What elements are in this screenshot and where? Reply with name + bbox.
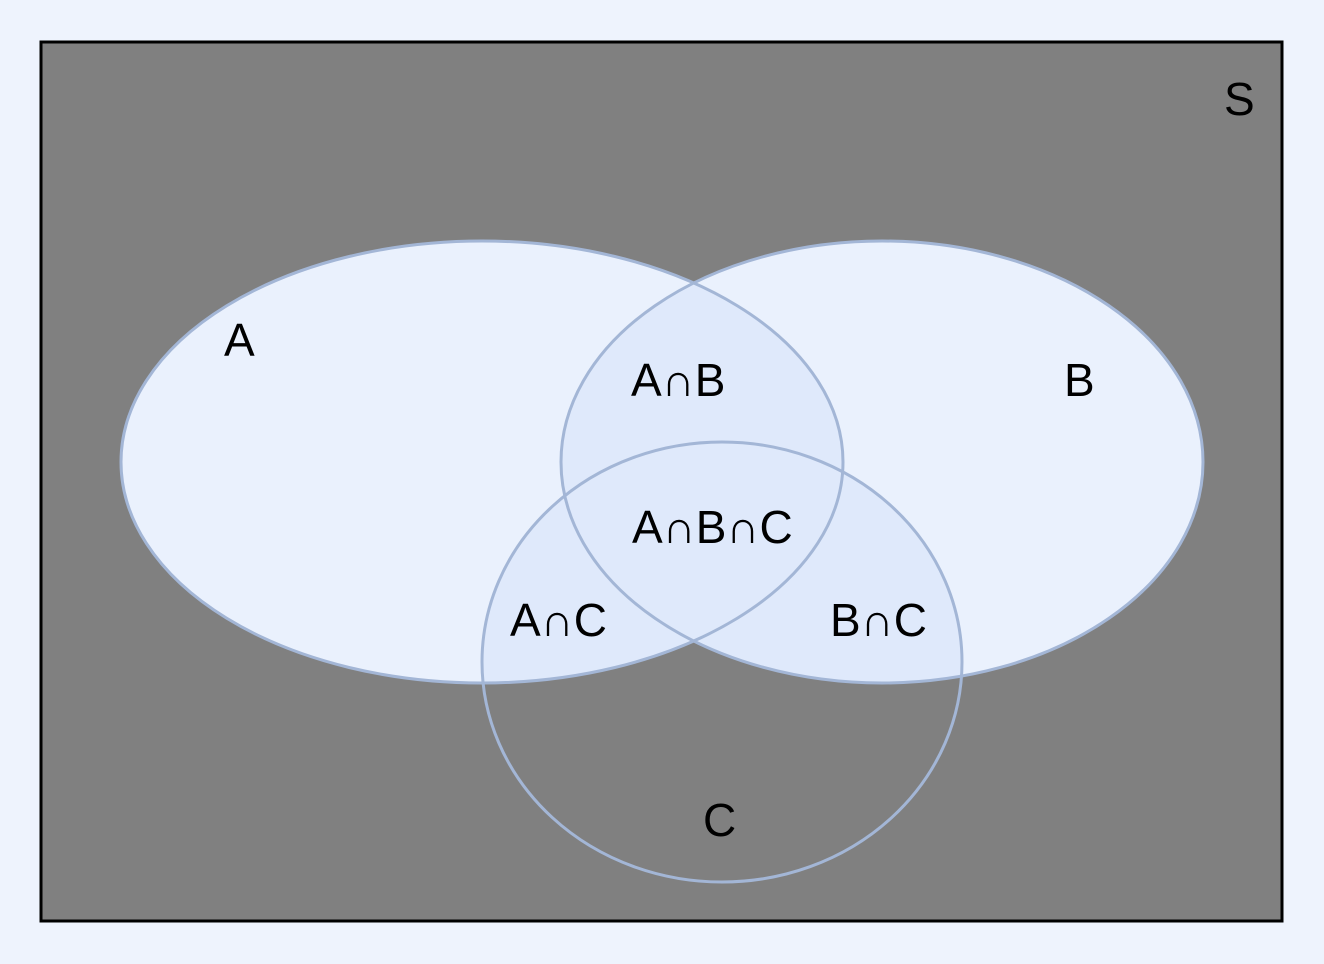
- set-b-label: B: [1064, 354, 1095, 406]
- set-c-outline: [480, 440, 964, 884]
- a-and-b-and-c-label: A∩B∩C: [632, 501, 793, 553]
- universe-label: S: [1224, 73, 1255, 125]
- set-a-label: A: [224, 314, 255, 366]
- a-and-b-label: A∩B: [631, 354, 725, 406]
- b-and-c-label: B∩C: [830, 594, 927, 646]
- set-c-label: C: [703, 794, 736, 846]
- a-and-c-label: A∩C: [510, 594, 607, 646]
- set-b-outline: [559, 239, 1205, 685]
